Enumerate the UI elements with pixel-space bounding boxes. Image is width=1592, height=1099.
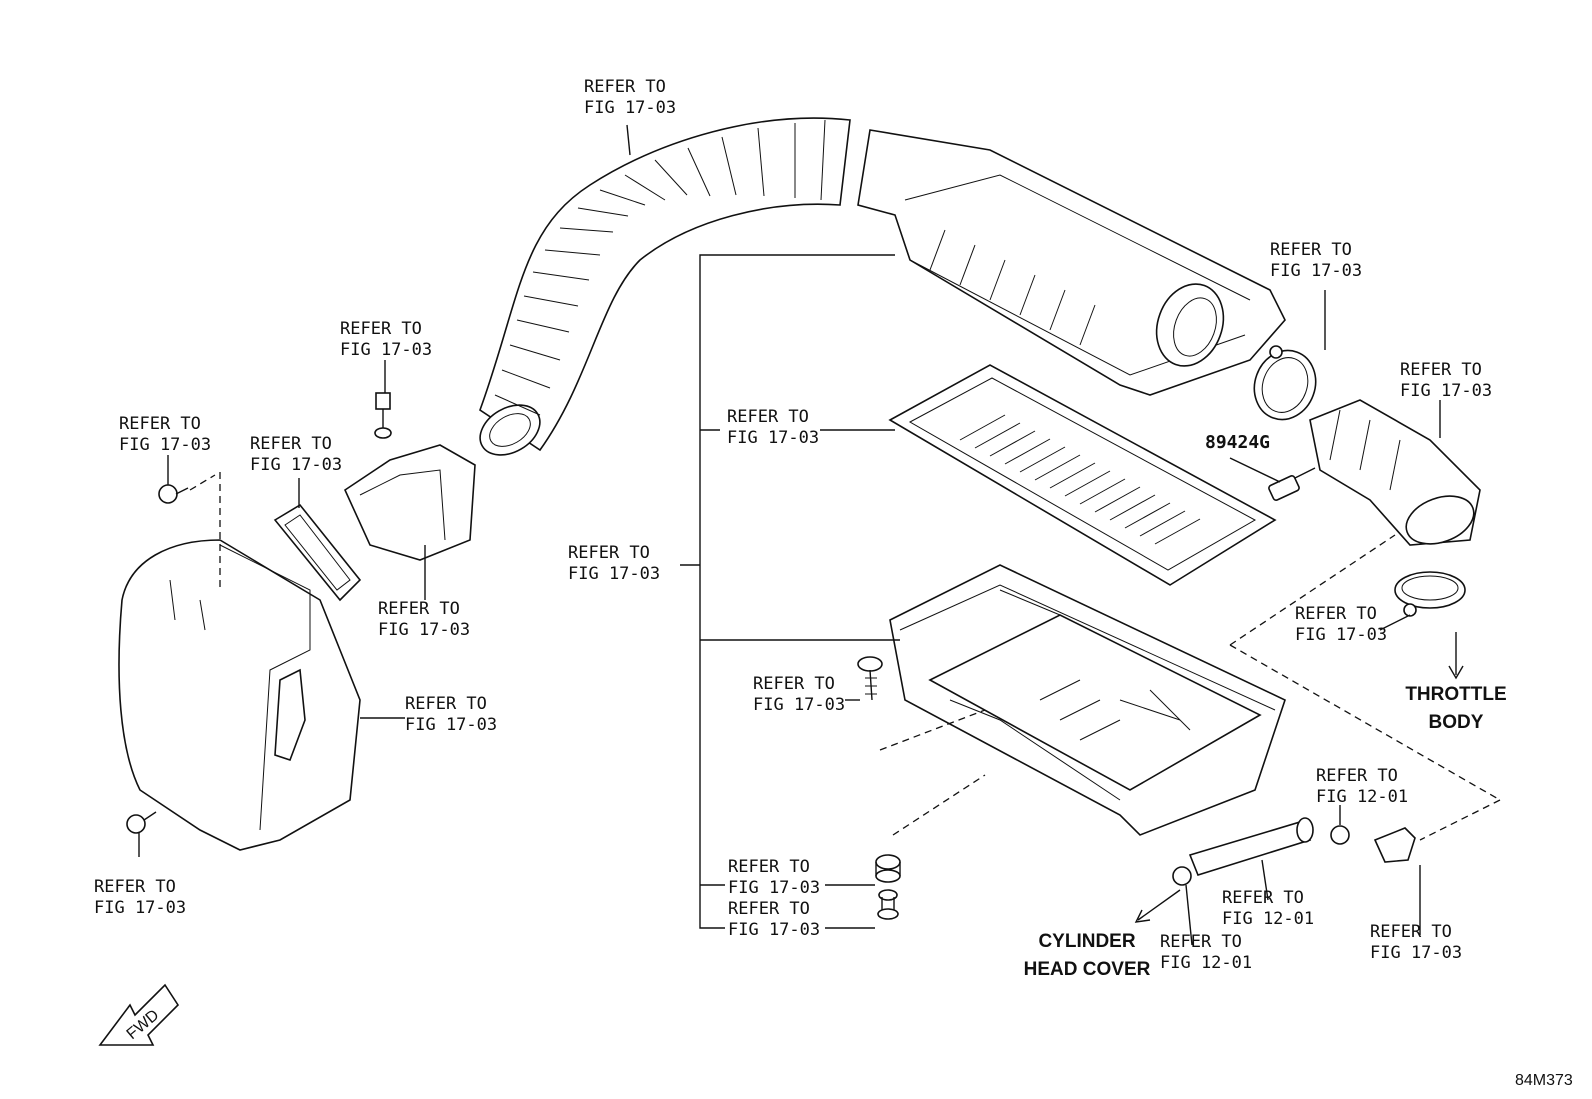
inlet-duct	[343, 444, 476, 561]
callout-element: REFER TO FIG 17-03	[727, 407, 819, 448]
callout-line-2: FIG 17-03	[728, 920, 820, 940]
callout-line-1: REFER TO	[250, 434, 332, 454]
callout-line-2: FIG 17-03	[568, 564, 660, 584]
callout-line-2: FIG 17-03	[1270, 261, 1362, 281]
callout-line-1: REFER TO	[584, 77, 666, 97]
callout-elbow: REFER TO FIG 17-03	[1370, 922, 1462, 963]
upper-air-cleaner-case	[857, 129, 1286, 396]
callout-bolt-case: REFER TO FIG 17-03	[753, 674, 845, 715]
callout-line-1: REFER TO	[1370, 922, 1452, 942]
callout-line-1: REFER TO	[568, 543, 650, 563]
destination-throttle-body: THROTTLE BODY	[1405, 684, 1506, 733]
callout-line-2: FIG 12-01	[1160, 953, 1252, 973]
part-number-label: 89424G	[1205, 432, 1270, 453]
callout-line-1: REFER TO	[1270, 240, 1352, 260]
callout-line-2: FIG 17-03	[378, 620, 470, 640]
callout-line-2: FIG 17-03	[753, 695, 845, 715]
destination-line-2: HEAD COVER	[1024, 959, 1151, 980]
air-filter-element	[888, 364, 1277, 586]
callout-line-2: FIG 17-03	[1370, 943, 1462, 963]
bolt-upper	[374, 392, 392, 439]
destination-cylinder-head-cover: CYLINDER HEAD COVER	[1024, 931, 1151, 980]
elbow-fitting	[1373, 827, 1416, 863]
callout-resonator: REFER TO FIG 17-03	[378, 599, 470, 640]
clip-bottom-left	[126, 811, 157, 834]
callout-line-1: REFER TO	[728, 899, 810, 919]
callout-collar: REFER TO FIG 17-03	[728, 899, 820, 940]
hose-clamp-lower	[1394, 571, 1466, 617]
callout-line-2: FIG 17-03	[1295, 625, 1387, 645]
callout-line-2: FIG 17-03	[728, 878, 820, 898]
callout-lower-housing: REFER TO FIG 17-03	[405, 694, 497, 735]
callout-line-1: REFER TO	[728, 857, 810, 877]
callout-line-2: FIG 17-03	[340, 340, 432, 360]
callout-duct-top: REFER TO FIG 17-03	[584, 77, 676, 118]
leader-lines	[138, 124, 1464, 946]
callout-line-2: FIG 17-03	[94, 898, 186, 918]
callout-line-1: REFER TO	[94, 877, 176, 897]
hose-clip-left	[1172, 866, 1192, 886]
callout-line-1: REFER TO	[753, 674, 835, 694]
callout-line-2: FIG 12-01	[1316, 787, 1408, 807]
seal-ring	[273, 503, 362, 602]
fwd-arrow: FWD	[98, 983, 180, 1046]
callout-clip-bottom-left: REFER TO FIG 17-03	[94, 877, 186, 918]
callout-seal-ring: REFER TO FIG 17-03	[250, 434, 342, 475]
callout-line-1: REFER TO	[1222, 888, 1304, 908]
callout-line-2: FIG 17-03	[119, 435, 211, 455]
callout-line-1: REFER TO	[340, 319, 422, 339]
collar	[877, 889, 899, 920]
callout-hose-right: REFER TO FIG 17-03	[1400, 360, 1492, 401]
callout-line-2: FIG 17-03	[584, 98, 676, 118]
hose-clamp-upper	[1253, 345, 1317, 421]
dashed-lines	[189, 472, 1501, 841]
callout-line-1: REFER TO	[1400, 360, 1482, 380]
callout-line-2: FIG 12-01	[1222, 909, 1314, 929]
callout-line-1: REFER TO	[727, 407, 809, 427]
breather-hose	[1188, 817, 1314, 876]
callout-clamp-lower: REFER TO FIG 17-03	[1295, 604, 1387, 645]
callout-bolt-upper: REFER TO FIG 17-03	[340, 319, 432, 360]
callout-line-1: REFER TO	[1295, 604, 1377, 624]
callout-line-1: REFER TO	[405, 694, 487, 714]
callout-breather-hose: REFER TO FIG 12-01	[1222, 888, 1314, 929]
callout-clamp-upper: REFER TO FIG 17-03	[1270, 240, 1362, 281]
callout-line-1: REFER TO	[119, 414, 201, 434]
callout-line-1: REFER TO	[1316, 766, 1398, 786]
callout-clip-hose-left: REFER TO FIG 12-01	[1160, 932, 1252, 973]
destination-line-1: CYLINDER	[1038, 931, 1135, 952]
intake-air-temp-sensor	[1268, 467, 1316, 501]
destination-line-2: BODY	[1429, 712, 1484, 733]
callout-line-2: FIG 17-03	[1400, 381, 1492, 401]
callout-line-1: REFER TO	[1160, 932, 1242, 952]
destination-line-1: THROTTLE	[1405, 684, 1506, 705]
clip-left	[158, 484, 189, 504]
callout-line-2: FIG 17-03	[250, 455, 342, 475]
grommet	[875, 854, 901, 883]
intake-duct	[479, 117, 851, 456]
callout-clip-hose: REFER TO FIG 12-01	[1316, 766, 1408, 807]
callout-grommet: REFER TO FIG 17-03	[728, 857, 820, 898]
lower-air-cleaner-case	[889, 564, 1286, 836]
bolt-case	[857, 656, 883, 701]
diagram-code: 84M373	[1515, 1072, 1573, 1089]
resonator	[118, 539, 361, 851]
callout-line-1: REFER TO	[378, 599, 460, 619]
callout-assembly: REFER TO FIG 17-03	[568, 543, 660, 584]
callout-line-2: FIG 17-03	[727, 428, 819, 448]
callout-line-2: FIG 17-03	[405, 715, 497, 735]
hose-clip-right	[1330, 825, 1350, 845]
throttle-hose	[1309, 399, 1481, 546]
callout-clip-left: REFER TO FIG 17-03	[119, 414, 211, 455]
